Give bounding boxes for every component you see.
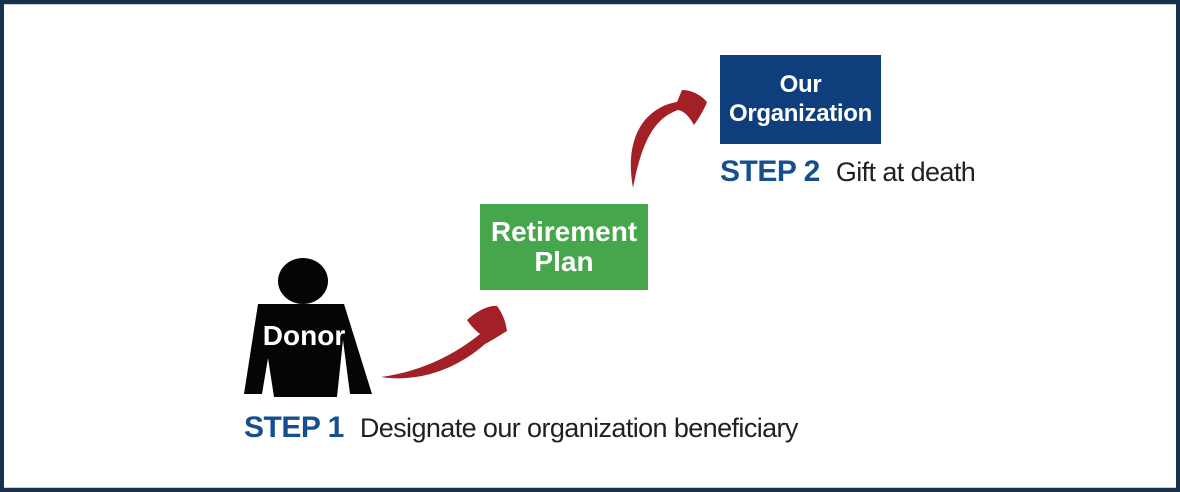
step2-arrow-icon <box>630 90 707 188</box>
step2-label: STEP 2 <box>720 155 820 188</box>
step1-label: STEP 1 <box>244 411 344 444</box>
step1-arrow-icon <box>381 305 507 379</box>
donor-label: Donor <box>262 320 346 351</box>
step1-description: Designate our organization beneficiary <box>359 413 799 443</box>
our-organization-label-line2: Organization <box>728 99 873 127</box>
retirement-plan-label-line2: Plan <box>534 246 594 277</box>
retirement-plan-label-line1: Retirement <box>490 216 638 248</box>
step1-caption: STEP 1 Designate our organization benefi… <box>244 411 798 445</box>
our-organization-label-line1: Our <box>779 71 822 99</box>
donor-person-icon <box>244 258 372 397</box>
donor-head <box>278 258 328 304</box>
step2-caption: STEP 2 Gift at death <box>720 155 976 189</box>
diagram-shapes-layer <box>244 90 707 397</box>
step2-description: Gift at death <box>835 157 976 187</box>
our-organization-box: Our Organization <box>720 55 881 144</box>
retirement-plan-box: Retirement Plan <box>480 204 648 290</box>
donor-body <box>244 304 372 397</box>
